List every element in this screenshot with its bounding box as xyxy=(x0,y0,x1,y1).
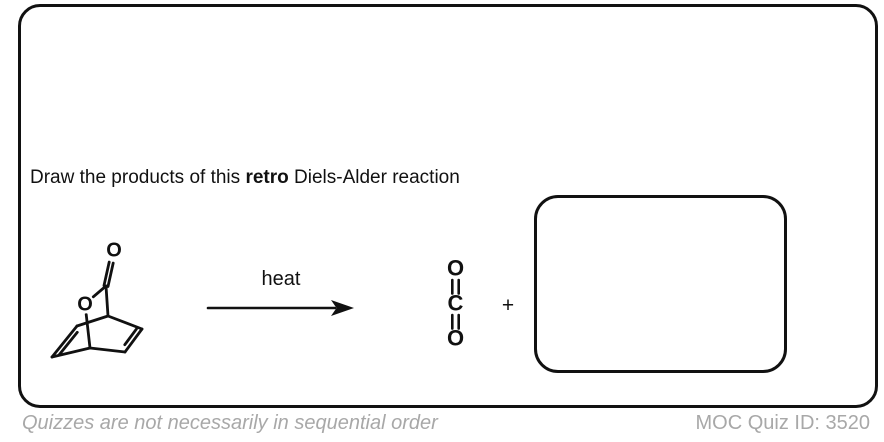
bond xyxy=(106,314,144,331)
carbonyl-double-bond-line xyxy=(106,261,115,288)
label-halo xyxy=(104,240,124,260)
co2-top-oxygen-label: O xyxy=(447,256,464,281)
bond xyxy=(88,346,127,354)
bond xyxy=(75,314,110,328)
question-emphasis: retro xyxy=(245,167,289,188)
co2-carbon-label: C xyxy=(448,291,464,316)
question-text: Draw the products of this retro Diels-Al… xyxy=(30,166,460,190)
reaction-condition-label: heat xyxy=(261,268,301,290)
carbonyl-oxygen-label: O xyxy=(106,240,122,262)
alkene-bond-line xyxy=(123,327,144,354)
answer-box[interactable] xyxy=(534,195,787,373)
question-part2: Diels-Alder reaction xyxy=(288,167,460,188)
co2-structure: O C O xyxy=(447,256,464,351)
ring-oxygen-label: O xyxy=(77,294,93,316)
question-part1: Draw the products of this xyxy=(30,167,246,188)
reactant-structure: O O xyxy=(50,240,144,359)
bond xyxy=(104,284,110,318)
label-halo xyxy=(75,294,95,314)
bond xyxy=(50,346,92,359)
reaction-arrow xyxy=(206,300,354,316)
quiz-id-label: MOC Quiz ID: 3520 xyxy=(695,412,870,434)
bond xyxy=(84,312,92,350)
carbonyl-double-bond-line xyxy=(102,260,111,287)
plus-sign: + xyxy=(501,294,515,317)
footer-note: Quizzes are not necessarily in sequentia… xyxy=(22,412,438,434)
co2-bottom-oxygen-label: O xyxy=(447,326,464,351)
alkene-bond-line xyxy=(50,324,79,359)
bond xyxy=(91,284,108,299)
arrowhead-icon xyxy=(331,300,354,316)
alkene-inner-line xyxy=(57,330,79,357)
alkene-inner-line xyxy=(123,327,138,347)
